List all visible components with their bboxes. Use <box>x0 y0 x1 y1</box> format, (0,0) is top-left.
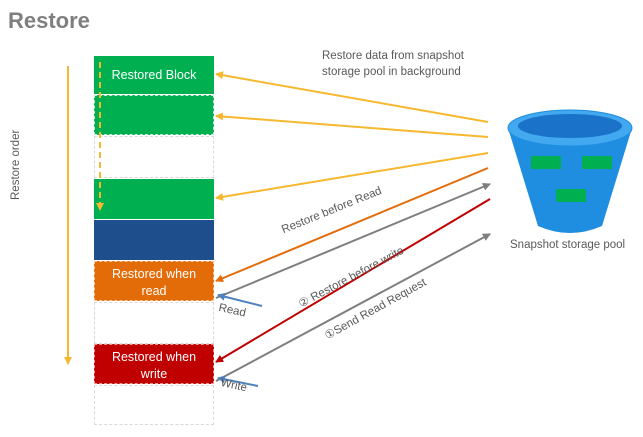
write-request-arrow <box>215 233 491 382</box>
navy-block <box>94 220 214 260</box>
storage-bucket-icon <box>507 109 633 233</box>
restored-block-label: Restored Block <box>111 68 197 82</box>
restore-before-write-arrow <box>215 198 491 363</box>
restored-when-read-line2: read <box>141 284 167 298</box>
restored-block: Restored Block <box>94 56 214 94</box>
bucket-data-block-2 <box>582 156 612 169</box>
background-restore-label-1: Restore data from snapshot <box>322 50 464 62</box>
restored-when-write-line1: Restored when <box>111 350 197 364</box>
restore-order-label: Restore order <box>10 129 22 200</box>
bucket-data-block-1 <box>531 156 561 169</box>
background-restore-arrow-2 <box>215 112 489 138</box>
send-read-request-arrow <box>215 182 491 299</box>
bucket-data-block-3 <box>556 189 586 202</box>
restore-before-read-arrow <box>215 167 489 283</box>
snapshot-pool-label: Snapshot storage pool <box>510 239 626 251</box>
restored-when-read-line1: Restored when <box>111 267 197 281</box>
green-block-3 <box>94 179 214 219</box>
background-restore-label-2: storage pool in background <box>322 66 461 78</box>
background-restore-arrow-1 <box>215 71 489 123</box>
empty-block-1 <box>94 136 214 178</box>
background-restore-arrow-3 <box>215 152 489 201</box>
restored-when-read-block: Restored when read <box>94 261 214 301</box>
write-incoming-arrow <box>217 375 259 387</box>
empty-block-2 <box>94 302 214 344</box>
page-title: Restore <box>8 8 90 33</box>
empty-block-3 <box>94 385 214 425</box>
read-incoming-arrow <box>217 292 263 307</box>
restored-when-write-line2: write <box>140 367 168 381</box>
green-block-2 <box>94 95 214 135</box>
restored-when-write-block: Restored when write <box>94 344 214 384</box>
